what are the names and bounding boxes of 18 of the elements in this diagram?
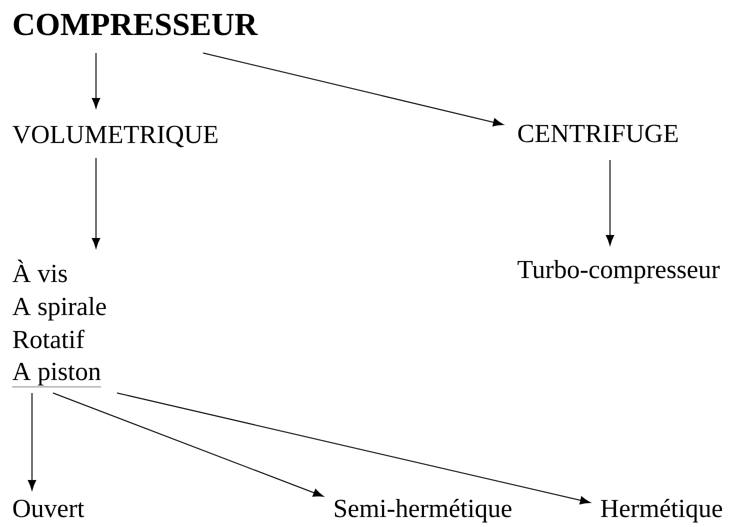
category-label: À vis [12,260,67,282]
category-label: A piston [12,362,102,388]
category-label: Rotatif [12,330,84,348]
category-label: A spirale [12,296,106,321]
category-label: Semi-hermétique [334,498,512,523]
arrow [52,392,324,497]
arrow [116,392,590,504]
category-label: Hermétique [600,498,722,523]
arrow [28,392,36,490]
category-label: Ouvert [13,500,84,518]
arrow [92,52,100,108]
category-label: CENTRIFUGE [518,124,678,142]
category-label: COMPRESSEUR [14,14,258,36]
arrow [606,160,614,246]
category-label: Turbo-compresseur [518,260,720,284]
arrow [202,52,504,126]
arrow [92,158,100,248]
category-label: VOLUMETRIQUE [12,126,218,148]
